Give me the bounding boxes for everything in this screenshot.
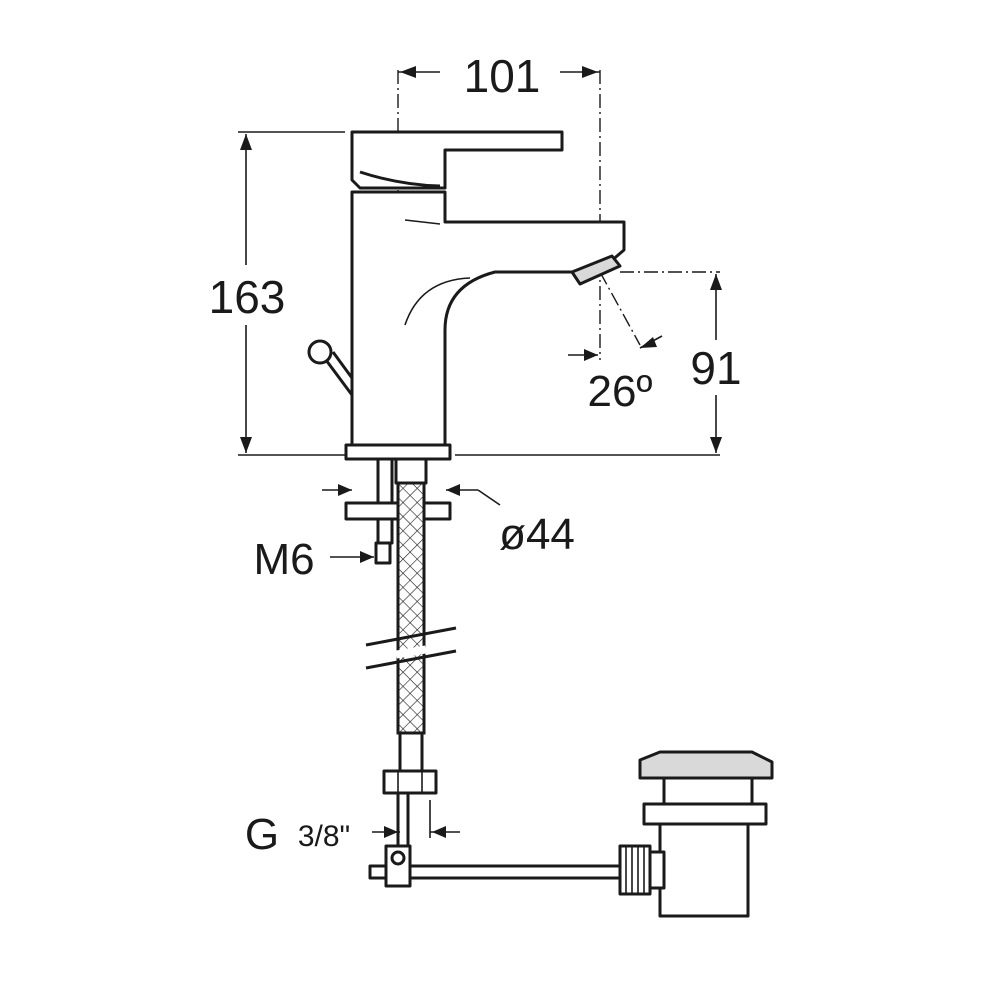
dim-101-arrow-right — [582, 66, 598, 78]
break-line-top — [365, 626, 457, 647]
g38-arrow-left — [384, 826, 398, 838]
label-163: 163 — [209, 271, 286, 323]
braided-hose — [396, 481, 426, 735]
aerator — [570, 254, 622, 286]
dim-26-arrow-right — [640, 337, 657, 348]
popup-rod-knob — [307, 339, 333, 365]
nut-knurl — [625, 846, 645, 894]
base-plate — [344, 443, 452, 461]
waste-neck — [662, 776, 754, 806]
waste-plug-cap — [638, 750, 774, 780]
spout-shading-curve — [404, 277, 471, 326]
dimension-lines — [238, 66, 722, 838]
label-diameter-44: ø44 — [499, 510, 575, 559]
label-g-fraction: 3/8" — [298, 820, 350, 853]
spray-angle-line — [599, 271, 641, 346]
break-gap — [395, 645, 427, 659]
dim-44-arrow-left — [338, 484, 352, 496]
label-91: 91 — [690, 342, 741, 394]
dim-163-arrow-top — [240, 134, 252, 150]
dim-44-arrow-right — [446, 484, 460, 496]
m6-nut — [376, 517, 394, 545]
hose-sleeve — [394, 457, 428, 485]
label-g: G — [245, 810, 279, 859]
rod-clamp — [384, 844, 412, 888]
hose-ferrule — [398, 731, 424, 773]
dimension-labels: 101 163 91 26º ø44 M6 G 3/8" — [209, 50, 742, 859]
g38-connector-nut — [382, 769, 438, 795]
dim-163-arrow-bottom — [240, 437, 252, 453]
m6-arrow — [360, 551, 374, 563]
dim-26-arrow-left — [584, 349, 598, 361]
handle-base-curve — [359, 170, 441, 188]
label-m6: M6 — [253, 535, 314, 584]
label-26-degrees: 26º — [587, 367, 652, 416]
under-counter-assembly — [344, 457, 622, 888]
body-and-spout — [350, 190, 626, 447]
lift-rod-end — [368, 864, 388, 880]
faucet-body — [307, 130, 626, 461]
clamp-screw — [390, 850, 406, 866]
waste-flange — [642, 802, 768, 826]
m6-nut-lower — [374, 541, 392, 565]
dim-91-arrow-bottom — [710, 437, 722, 453]
dim-91-arrow-top — [710, 274, 722, 290]
popup-rod — [324, 351, 354, 396]
waste-side-nut — [618, 844, 652, 896]
body-shading-line — [404, 219, 441, 225]
waste-body — [658, 822, 750, 918]
waste-side-boss — [648, 850, 666, 890]
break-line-bottom — [365, 649, 457, 670]
handle-lever — [350, 130, 564, 190]
label-101: 101 — [464, 50, 541, 102]
horizontal-lift-rod — [408, 864, 622, 880]
dim-101-arrow-left — [400, 66, 416, 78]
dim-44-leader — [477, 489, 501, 506]
popup-waste — [618, 750, 774, 918]
g38-arrow-right — [432, 826, 446, 838]
